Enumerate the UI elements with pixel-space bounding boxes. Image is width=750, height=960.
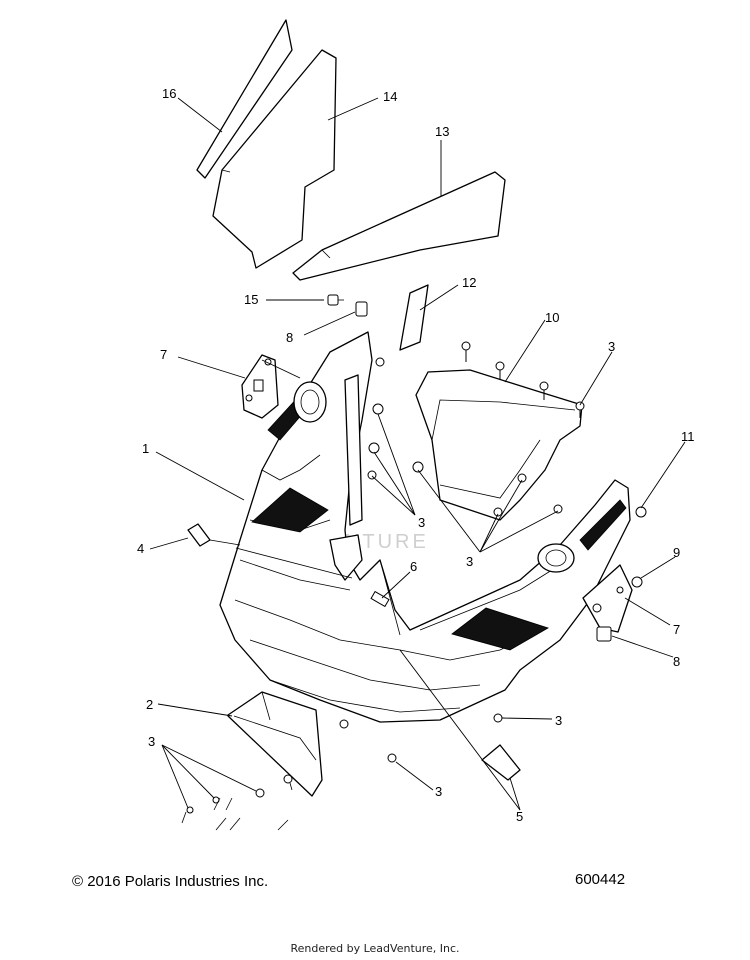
callout-9: 9 xyxy=(673,545,680,560)
callout-8-top: 8 xyxy=(286,330,293,345)
callout-1: 1 xyxy=(142,441,149,456)
callout-4: 4 xyxy=(137,541,144,556)
callout-6: 6 xyxy=(410,559,417,574)
part-7-bracket-right xyxy=(582,564,633,633)
part-5-plate xyxy=(481,744,521,781)
callout-7-right: 7 xyxy=(673,622,680,637)
part-13-panel xyxy=(292,171,506,281)
callout-15: 15 xyxy=(244,292,258,307)
part-12-strip xyxy=(399,284,429,351)
part-7-bracket-left xyxy=(241,354,279,419)
part-9-nut xyxy=(631,576,643,588)
diagram-number: 600442 xyxy=(575,871,626,888)
callout-2: 2 xyxy=(146,697,153,712)
part-3-rivets xyxy=(181,341,585,831)
part-15-screw xyxy=(327,294,344,306)
part-11-bolt xyxy=(635,506,647,518)
callout-16: 16 xyxy=(162,86,176,101)
part-10-liner xyxy=(415,369,583,521)
part-2-skid-plate xyxy=(227,691,323,797)
callout-labels: 16 14 13 15 12 8 10 3 7 11 1 3 4 3 6 9 7… xyxy=(137,86,695,824)
callout-7-left: 7 xyxy=(160,347,167,362)
callout-3-left: 3 xyxy=(148,734,155,749)
callout-3-right: 3 xyxy=(466,554,473,569)
callout-10: 10 xyxy=(545,310,559,325)
callout-5: 5 xyxy=(516,809,523,824)
part-6-clip xyxy=(370,590,390,608)
part-16-strip xyxy=(196,19,293,179)
part-14-panel xyxy=(212,49,337,269)
callout-11: 11 xyxy=(681,429,695,444)
callout-12: 12 xyxy=(462,275,476,290)
callout-3-top: 3 xyxy=(608,339,615,354)
callout-3-lower-right: 3 xyxy=(555,713,562,728)
callout-3-bottom: 3 xyxy=(435,784,442,799)
part-8-clip-bottom xyxy=(596,626,612,642)
callout-14: 14 xyxy=(383,89,397,104)
leader-lines xyxy=(149,97,686,811)
rendered-by-text: Rendered by LeadVenture, Inc. xyxy=(290,942,460,955)
part-1-hood xyxy=(219,299,631,723)
callout-3-mid: 3 xyxy=(418,515,425,530)
callout-13: 13 xyxy=(435,124,449,139)
part-4-bracket xyxy=(187,523,241,547)
callout-8-bottom: 8 xyxy=(673,654,680,669)
part-8-clip-top xyxy=(355,301,368,317)
copyright-text: © 2016 Polaris Industries Inc. xyxy=(72,873,269,890)
